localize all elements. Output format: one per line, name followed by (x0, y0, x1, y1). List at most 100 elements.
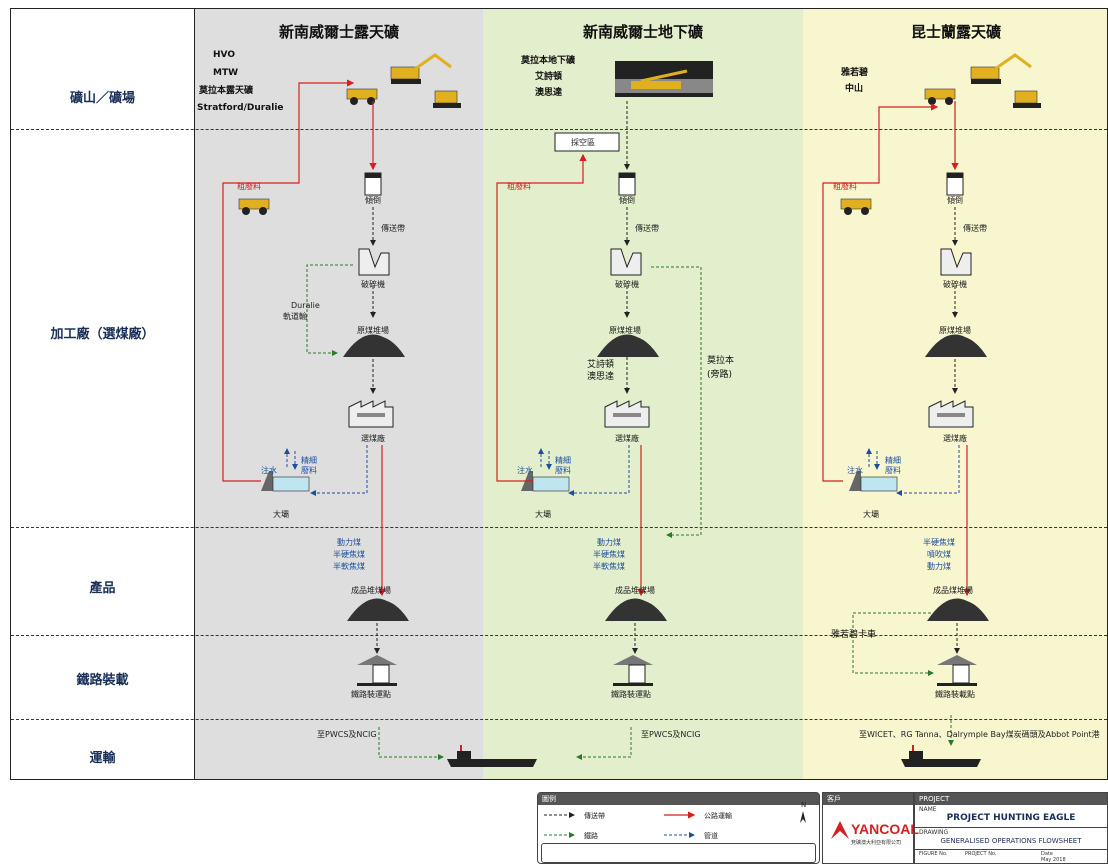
haul-truck-icon (238, 198, 270, 215)
product-label: 半硬焦煤 (333, 550, 365, 559)
mine-name: HVO (213, 50, 235, 60)
stockpile-label: 成品堆煤場 (351, 586, 391, 595)
mine-name: MTW (213, 68, 239, 78)
legend-symbols (544, 811, 806, 838)
duralie-rail-label: 軌道輸 (283, 312, 307, 321)
fines-label: 廢料 (885, 466, 901, 475)
column-title: 昆士蘭露天礦 (910, 23, 1001, 41)
column-title: 新南威爾士露天礦 (278, 23, 399, 41)
ashton-label: 艾詩頓 (587, 360, 615, 370)
rail-loadout-icon (613, 655, 653, 686)
reject-label: 粗廢料 (237, 182, 261, 191)
mine-name: 雅若碧 (841, 68, 869, 78)
destination-label: 至PWCS及NCIG (317, 730, 377, 739)
row-divider (11, 719, 1107, 720)
fines-label: 廢料 (555, 466, 571, 475)
row-divider (11, 129, 1107, 130)
date-value: May 2018 (1041, 857, 1066, 863)
ashton-label: 澳思達 (587, 372, 615, 382)
prep-plant-icon (604, 400, 650, 428)
rom-label: 原煤堆場 (357, 326, 389, 335)
ship-icon (901, 745, 981, 767)
tailings-dam-icon (849, 471, 898, 492)
project-box: PROJECT NAME PROJECT HUNTING EAGLE DRAWI… (914, 792, 1108, 864)
flowsheet-diagram (222, 53, 1041, 767)
row-label-plant: 加工廠（選煤廠） (50, 327, 155, 342)
dam-label: 大壩 (863, 510, 879, 519)
truck-label: 雅若碧卡車 (831, 630, 877, 640)
fines-label: 精細 (555, 456, 571, 465)
rail-loadout-icon (357, 655, 397, 686)
reject-label: 粗廢料 (507, 182, 531, 191)
project-name: PROJECT HUNTING EAGLE (946, 813, 1076, 823)
drawing-title: GENERALISED OPERATIONS FLOWSHEET (940, 837, 1082, 845)
client-subtitle: 兗礦澳大利亞有限公司 (851, 840, 902, 846)
product-label: 動力煤 (337, 538, 361, 547)
destination-label: 至WICET、RG Tanna、Dalrymple Bay煤炭碼頭及Abbot … (859, 730, 1100, 739)
client-title: 客戶 (823, 793, 913, 805)
fines-label: 廢料 (301, 466, 317, 475)
col1-flows (222, 79, 444, 760)
prep-plant-icon (348, 400, 394, 428)
divider (915, 849, 1107, 850)
row-label-mine: 礦山／礦場 (69, 91, 135, 106)
loadout-label: 鐵路裝運點 (611, 690, 651, 699)
tipple-label: 傾倒 (947, 196, 963, 205)
mine-name: 莫拉本地下礦 (521, 56, 576, 66)
crusher-icon (610, 248, 642, 276)
col3-flows (822, 101, 971, 746)
crusher-icon (358, 248, 390, 276)
goaf-box (554, 132, 620, 152)
fines-label: 精細 (301, 456, 317, 465)
crusher-label: 破碎機 (361, 280, 385, 289)
fines-label: 精細 (885, 456, 901, 465)
stockpile-icon (597, 334, 659, 357)
haul-truck-icon (924, 88, 956, 105)
prep-plant-icon (928, 400, 974, 428)
legend-item: 管道 (704, 832, 718, 840)
prep-plant-label: 選煤廠 (615, 434, 639, 443)
column-nsw-open-cut (195, 9, 483, 779)
rom-label: 原煤堆場 (609, 326, 641, 335)
excavator-icon (390, 53, 452, 84)
tipple-hopper-icon (946, 172, 964, 196)
column-title: 新南威爾士地下礦 (582, 23, 703, 41)
product-label: 噴吹煤 (927, 550, 951, 559)
mine-name: 莫拉本露天礦 (199, 86, 254, 96)
water-label: 注水 (261, 466, 277, 475)
stockpile-label: 成品煤堆場 (933, 586, 973, 595)
reject-label: 粗廢料 (833, 182, 857, 191)
ship-icon (447, 745, 537, 767)
project-title: PROJECT (915, 793, 1107, 805)
crusher-icon (940, 248, 972, 276)
dozer-icon (1013, 90, 1041, 108)
tailings-dam-icon (261, 471, 310, 492)
stockpile-icon (347, 598, 409, 621)
legend-notes-box (541, 843, 816, 863)
stockpile-icon (925, 334, 987, 357)
product-label: 半硬焦煤 (923, 538, 955, 547)
prep-plant-label: 選煤廠 (943, 434, 967, 443)
drawing-label: DRAWING (919, 829, 949, 836)
duralie-rail-label: Duralie (291, 301, 320, 310)
client-brand: YANCOAL (851, 821, 919, 837)
row-label-product: 產品 (89, 581, 116, 596)
mine-name: 澳思達 (535, 88, 563, 98)
row-divider (11, 527, 1107, 528)
tipple-hopper-icon (364, 172, 382, 196)
label-divider (194, 9, 195, 779)
north-arrow-icon: N (801, 801, 807, 809)
prep-plant-label: 選煤廠 (361, 434, 385, 443)
product-label: 動力煤 (597, 538, 621, 547)
conveyor-label: 傳送帶 (963, 224, 987, 233)
water-label: 注水 (517, 466, 533, 475)
divider (915, 827, 1107, 828)
underground-mine-graphic (615, 61, 713, 97)
legend-item: 鐵路 (584, 832, 598, 840)
water-label: 注水 (847, 466, 863, 475)
mine-name: 中山 (845, 84, 864, 94)
date-label: Date (1041, 851, 1053, 857)
crusher-label: 破碎機 (943, 280, 967, 289)
haul-truck-icon (840, 198, 872, 215)
excavator-icon (970, 53, 1032, 84)
